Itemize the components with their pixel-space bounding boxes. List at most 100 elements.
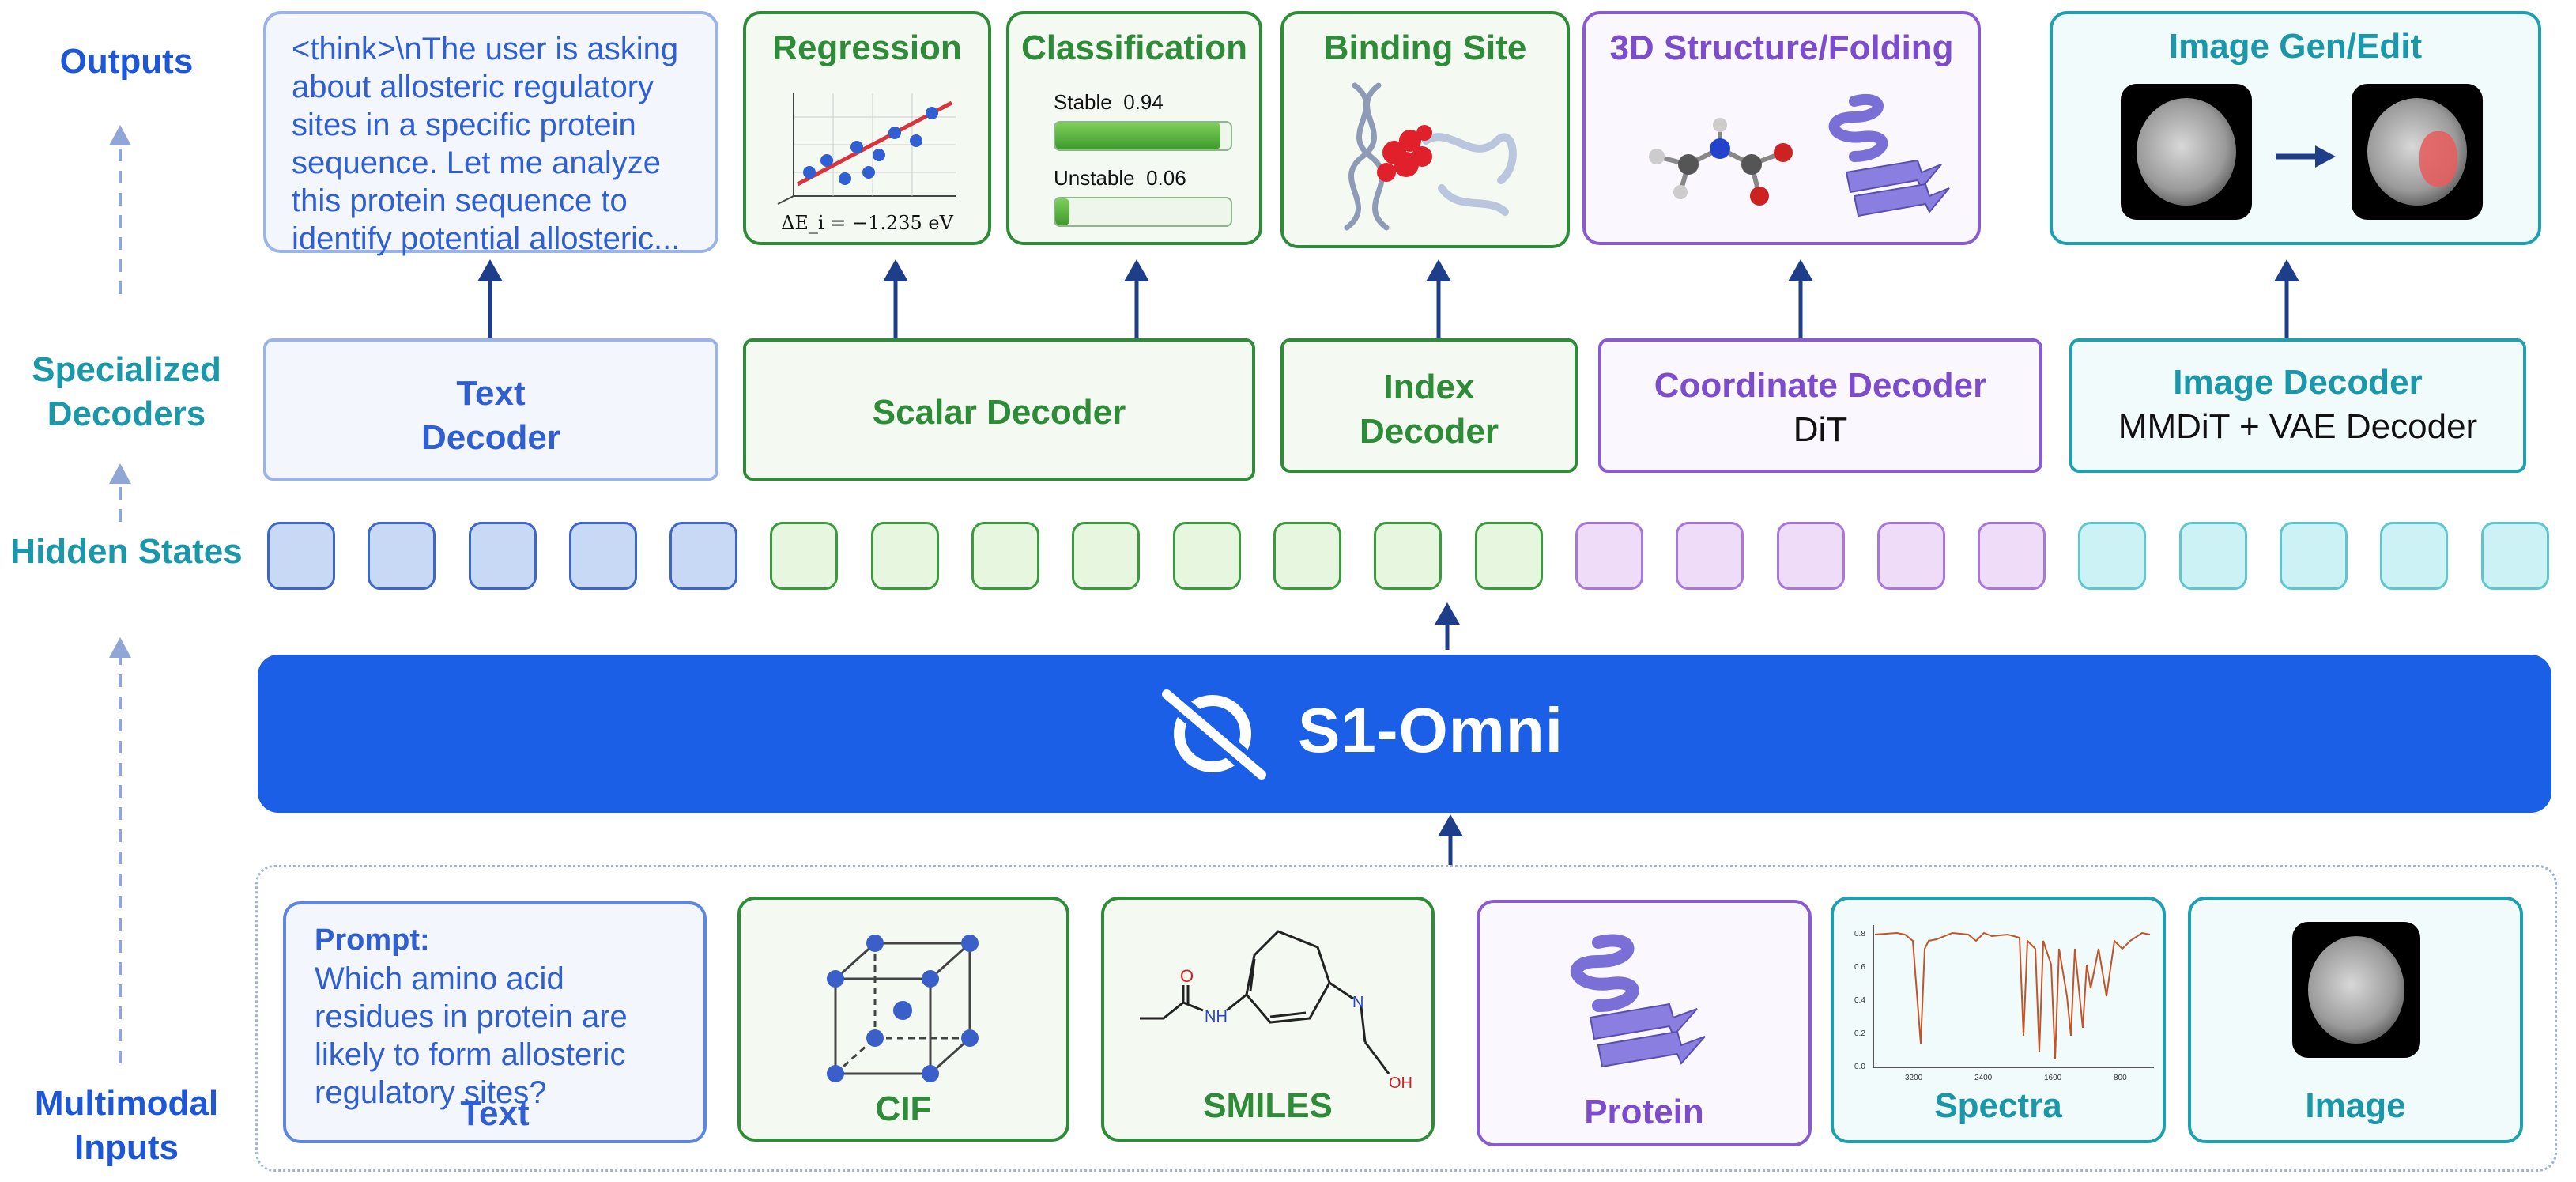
unstable-bar	[1054, 197, 1232, 227]
spectra-y-tick: 0.6	[1854, 963, 1865, 972]
spectra-y-tick: 0.0	[1854, 1063, 1865, 1071]
smiles-atom-o: O	[1180, 966, 1194, 986]
text-decoder-box: Text Decoder	[263, 338, 718, 481]
image-gen-output-box: Image Gen/Edit	[2050, 11, 2541, 245]
hidden-state-scalar-index	[1273, 522, 1341, 590]
cif-label: CIF	[875, 1089, 932, 1128]
unstable-bar-fill	[1055, 198, 1069, 225]
hidden-state-scalar-index	[1072, 522, 1140, 590]
text-decoder-label: Text Decoder	[421, 374, 561, 457]
coordinate-decoder-sub: DiT	[1793, 410, 1848, 449]
scalar-decoder-box: Scalar Decoder	[743, 338, 1255, 481]
image-gen-title: Image Gen/Edit	[2168, 27, 2423, 66]
hidden-state-text	[569, 522, 637, 590]
hidden-state-image	[2481, 522, 2549, 590]
regression-points	[803, 107, 938, 185]
spectra-x-tick: 800	[2114, 1074, 2127, 1082]
text-output-box: <think>\nThe user is asking about allost…	[263, 11, 718, 256]
smiles-label: SMILES	[1203, 1086, 1333, 1125]
model-bar: S1-Omni	[258, 655, 2551, 813]
hidden-state-scalar-index	[1173, 522, 1241, 590]
stable-score: 0.94	[1123, 90, 1164, 114]
spectra-y-tick: 0.8	[1854, 930, 1865, 938]
binding-site-illustration	[1344, 82, 1517, 231]
cif-input-box: CIF	[737, 897, 1069, 1142]
hidden-state-image	[2179, 522, 2247, 590]
classification-title: Classification	[1020, 28, 1248, 67]
smiles-input-box: O NH N OH SMILES	[1101, 897, 1435, 1142]
reasoning-text: <think>\nThe user is asking about allost…	[292, 32, 681, 256]
spectra-x-tick: 1600	[2044, 1074, 2062, 1082]
structure-output-box: 3D Structure/Folding	[1582, 11, 1981, 245]
image-decoder-sub: MMDiT + VAE Decoder	[2118, 407, 2478, 446]
smiles-atom-oh: OH	[1389, 1074, 1412, 1092]
smiles-structure-icon: O NH N OH	[1140, 930, 1412, 1092]
structure-title: 3D Structure/Folding	[1609, 28, 1954, 67]
text-input-box: Prompt: Which amino acid residues in pro…	[283, 901, 707, 1143]
index-decoder-label: Index Decoder	[1359, 368, 1499, 451]
hidden-state-text	[469, 522, 537, 590]
hidden-state-text	[669, 522, 737, 590]
decoder-to-output-arrows	[477, 259, 2299, 340]
hidden-state-image	[2380, 522, 2448, 590]
model-logo-icon	[1160, 686, 1269, 783]
smiles-atom-n: N	[1352, 994, 1363, 1011]
brain-scan-image	[2292, 922, 2420, 1058]
protein-ribbon-icon	[1571, 934, 1706, 1068]
index-decoder-box: Index Decoder	[1280, 338, 1578, 473]
regression-output-box: Regression ΔE_i = −1.235 eV	[743, 11, 991, 245]
coordinate-decoder-box: Coordinate Decoder DiT	[1598, 338, 2042, 473]
binding-site-title: Binding Site	[1323, 28, 1527, 67]
hidden-state-image	[2280, 522, 2348, 590]
protein-input-box: Protein	[1477, 900, 1812, 1146]
smiles-atom-nh: NH	[1205, 1008, 1228, 1025]
cif-cube-icon	[827, 935, 979, 1082]
protein-label: Protein	[1584, 1093, 1704, 1131]
image-edit-arrow	[2276, 145, 2336, 168]
prompt-text: Which amino acid residues in protein are…	[315, 961, 628, 1110]
molecule-ball-stick	[1649, 118, 1793, 206]
spectra-y-tick: 0.4	[1854, 996, 1865, 1005]
regression-title: Regression	[772, 28, 962, 67]
hidden-state-text	[368, 522, 436, 590]
side-flow-arrows	[109, 125, 131, 1063]
hidden-state-coordinate	[1877, 522, 1945, 590]
spectra-plot: 0.8 0.6 0.4 0.2 0.0 3200 2400 1600 800	[1854, 925, 2154, 1082]
hidden-state-scalar-index	[871, 522, 939, 590]
hidden-state-text	[267, 522, 335, 590]
prompt-label: Prompt:	[315, 923, 430, 957]
image-input-label: Image	[2305, 1086, 2406, 1125]
hidden-state-coordinate	[1676, 522, 1744, 590]
hidden-state-scalar-index	[1374, 522, 1442, 590]
hidden-state-coordinate	[1575, 522, 1643, 590]
brain-scan-input-image	[2121, 84, 2252, 220]
regression-caption: ΔE_i = −1.235 eV	[781, 212, 953, 234]
image-input-box: Image	[2188, 897, 2523, 1143]
hidden-state-coordinate	[1978, 522, 2046, 590]
unstable-label: Unstable 0.06	[1054, 166, 1186, 190]
stable-label: Stable 0.94	[1054, 90, 1164, 114]
specialized-decoders-label: Specialized Decoders	[32, 350, 221, 433]
scalar-decoder-label: Scalar Decoder	[872, 393, 1126, 432]
hidden-state-scalar-index	[1475, 522, 1543, 590]
spectra-x-tick: 3200	[1905, 1074, 1923, 1082]
spectra-y-tick: 0.2	[1854, 1029, 1865, 1038]
hidden-state-image	[2078, 522, 2146, 590]
hidden-state-scalar-index	[971, 522, 1039, 590]
classification-output-box: Classification Stable 0.94 Unstable 0.06	[1006, 11, 1262, 245]
regression-plot	[777, 93, 956, 205]
unstable-score: 0.06	[1146, 166, 1186, 190]
spectra-x-tick: 2400	[1974, 1074, 1993, 1082]
hidden-state-coordinate	[1777, 522, 1845, 590]
binding-site-output-box: Binding Site	[1280, 11, 1570, 248]
stable-bar-fill	[1055, 123, 1220, 149]
image-decoder-label: Image Decoder	[2173, 363, 2423, 402]
model-arrows	[1435, 602, 1463, 865]
hidden-states-label: Hidden States	[10, 532, 243, 571]
outputs-label: Outputs	[59, 42, 194, 81]
hidden-state-scalar-index	[770, 522, 838, 590]
model-name: S1-Omni	[1298, 695, 1563, 765]
text-input-label: Text	[460, 1094, 530, 1133]
protein-ribbon-output	[1828, 94, 1950, 217]
